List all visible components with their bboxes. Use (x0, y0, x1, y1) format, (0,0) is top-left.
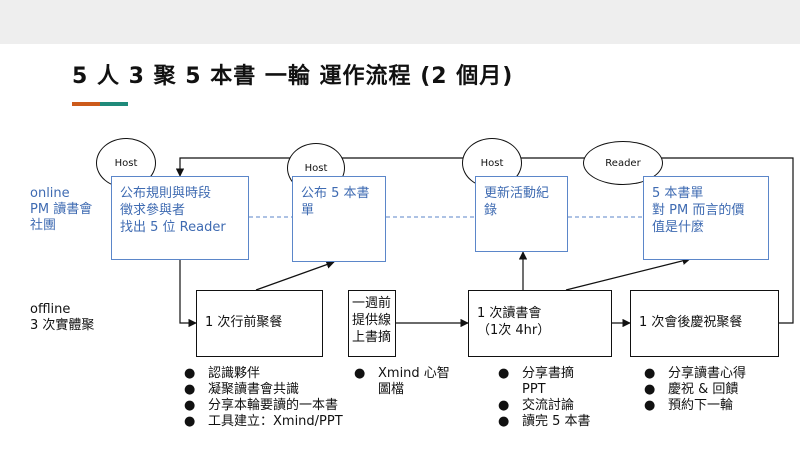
bullet-text: 工具建立：Xmind/PPT (208, 414, 343, 429)
bullet-item: ● 工具建立：Xmind/PPT (180, 414, 343, 430)
offline-box-bookclub: 1 次讀書會 （1次 4hr） (468, 290, 612, 357)
bullet-text: 預約下一輪 (668, 398, 734, 413)
title-underline (72, 102, 128, 106)
bullet-dot: ● (498, 414, 510, 429)
lane-label-online: online PM 讀書會 社團 (30, 186, 93, 233)
bullet-text: 凝聚讀書會共識 (208, 382, 300, 397)
bullet-dot: ● (644, 398, 656, 413)
bullets-celebration: ● 分享讀書心得 ● 慶祝 & 回饋 ● 預約下一輪 (640, 366, 746, 414)
bullet-text: Xmind 心智 圖檔 (378, 366, 450, 397)
online-to-offline-arrow (179, 260, 197, 328)
bullet-item: ● Xmind 心智 圖檔 (350, 366, 450, 398)
title-underline-teal (100, 102, 128, 106)
bullet-dot: ● (498, 398, 510, 413)
bullet-item: ● 凝聚讀書會共識 (180, 382, 343, 398)
bullet-dot: ● (644, 366, 656, 381)
bullet-dot: ● (184, 414, 196, 429)
bullet-item: ● 分享書摘 PPT (494, 366, 591, 398)
feedback-loop-arrow (175, 157, 794, 324)
bullet-item: ● 分享讀書心得 (640, 366, 746, 382)
bullet-item: ● 讀完 5 本書 (494, 414, 591, 430)
title-underline-orange (72, 102, 100, 106)
online-box-recruit: 公布規則與時段 徵求參與者 找出 5 位 Reader (111, 176, 249, 260)
bullet-text: 分享本輪要讀的一本書 (208, 398, 339, 413)
online-box-booklist: 公布 5 本書 單 (292, 176, 386, 262)
bullet-dot: ● (184, 382, 196, 397)
offline-box-celebration: 1 次會後慶祝聚餐 (630, 290, 779, 357)
slide-title: 5 人 3 聚 5 本書 一輪 運作流程 (2 個月) (72, 64, 514, 89)
bullet-dot: ● (644, 382, 656, 397)
bullet-text: 分享讀書心得 (668, 366, 747, 381)
online-box-activity-log: 更新活動紀 錄 (475, 176, 568, 252)
bullet-dot: ● (498, 366, 510, 381)
bullet-dot: ● (184, 398, 196, 413)
bullet-text: 交流討論 (522, 398, 575, 413)
online-box-value: 5 本書單 對 PM 而言的價 值是什麼 (643, 176, 769, 260)
offline-to-online-arrow-1 (255, 260, 335, 291)
bullet-text: 分享書摘 PPT (522, 366, 575, 397)
bullet-dot: ● (184, 366, 196, 381)
bullets-summary: ● Xmind 心智 圖檔 (350, 366, 450, 398)
bullet-item: ● 交流討論 (494, 398, 591, 414)
bullet-text: 慶祝 & 回饋 (668, 382, 739, 397)
bullet-item: ● 預約下一輪 (640, 398, 746, 414)
lane-label-offline: offline 3 次實體聚 (30, 302, 95, 333)
bullets-pre-dinner: ● 認識夥伴 ● 凝聚讀書會共識 ● 分享本輪要讀的一本書 ● 工具建立：Xmind/P… (180, 366, 343, 430)
bullet-text: 讀完 5 本書 (522, 414, 591, 429)
top-bar (0, 0, 800, 44)
bullets-bookclub: ● 分享書摘 PPT ● 交流討論 ● 讀完 5 本書 (494, 366, 591, 430)
offline-box-summary: 一週前 提供線 上書摘 (348, 290, 396, 357)
bullet-item: ● 慶祝 & 回饋 (640, 382, 746, 398)
bullet-text: 認識夥伴 (208, 366, 261, 381)
bullet-dot: ● (354, 366, 366, 381)
bullet-item: ● 分享本輪要讀的一本書 (180, 398, 343, 414)
bullet-item: ● 認識夥伴 (180, 366, 343, 382)
offline-to-online-arrow-3 (565, 256, 691, 291)
offline-box-pre-dinner: 1 次行前聚餐 (196, 290, 323, 357)
